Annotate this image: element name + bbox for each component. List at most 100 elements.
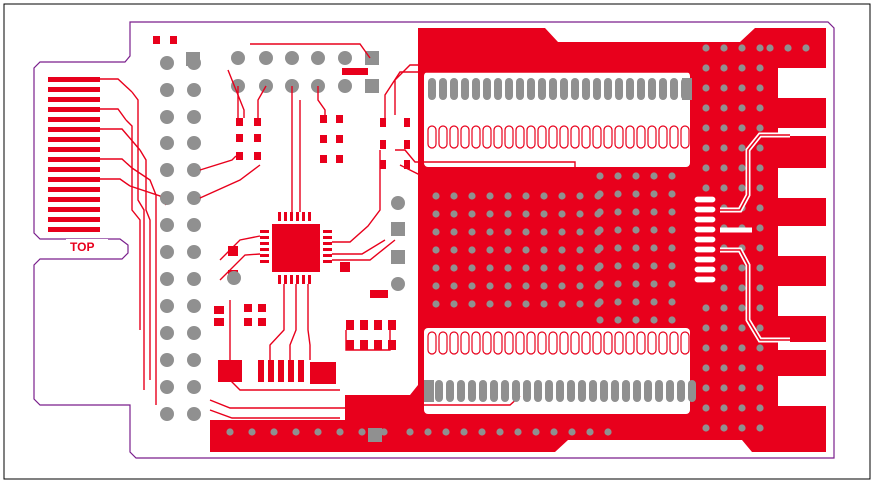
module-pad (556, 380, 564, 402)
via (486, 300, 494, 308)
top-label-box (66, 239, 108, 255)
tht-pads-mid (227, 196, 405, 442)
via (702, 344, 710, 352)
module-pad-outline (693, 265, 717, 274)
via (720, 404, 728, 412)
module-pad-outline (658, 125, 668, 149)
via (720, 344, 728, 352)
via (576, 246, 584, 254)
module-pad (483, 78, 491, 100)
module-pad-outline (636, 331, 646, 355)
via (614, 316, 622, 324)
module-pad-outline (614, 125, 624, 149)
via (292, 428, 300, 436)
via (596, 262, 604, 270)
right-traces-inner (720, 134, 790, 341)
via (576, 282, 584, 290)
module-pad-outline (625, 125, 635, 149)
via (632, 262, 640, 270)
via (650, 280, 658, 288)
via (576, 228, 584, 236)
via (632, 280, 640, 288)
module-pad-outline (427, 331, 437, 355)
via (522, 192, 530, 200)
module-pad (582, 78, 590, 100)
via (504, 192, 512, 200)
via (668, 262, 676, 270)
via (632, 172, 640, 180)
via (756, 324, 764, 332)
module-pad-outline (515, 331, 525, 355)
via (226, 428, 234, 436)
module-pad (516, 78, 524, 100)
via (720, 164, 728, 172)
via (756, 284, 764, 292)
via (450, 228, 458, 236)
module-pad-outline (460, 125, 470, 149)
via (668, 244, 676, 252)
via (450, 264, 458, 272)
via (702, 64, 710, 72)
via (738, 124, 746, 132)
module-pad-outline (636, 125, 646, 149)
via (738, 44, 746, 52)
via (596, 280, 604, 288)
via (756, 344, 764, 352)
module-pad-outline (548, 331, 558, 355)
via (756, 264, 764, 272)
via (586, 428, 594, 436)
via (756, 64, 764, 72)
via (756, 84, 764, 92)
via (468, 282, 476, 290)
via (270, 428, 278, 436)
via (596, 172, 604, 180)
module-pads-bottom-row (427, 331, 690, 355)
module-pad (490, 380, 498, 402)
module-pad-outline (680, 331, 690, 355)
module-pad-outline (504, 125, 514, 149)
via (756, 164, 764, 172)
via (596, 298, 604, 306)
via (614, 208, 622, 216)
via (596, 208, 604, 216)
via (432, 264, 440, 272)
via (720, 264, 728, 272)
via (632, 190, 640, 198)
via (540, 246, 548, 254)
via (576, 210, 584, 218)
via (558, 282, 566, 290)
via (738, 184, 746, 192)
module-pad (644, 380, 652, 402)
module-pad (677, 380, 685, 402)
via (720, 424, 728, 432)
via (540, 282, 548, 290)
via (720, 124, 728, 132)
module-pad (615, 78, 623, 100)
small-pads-top (153, 36, 410, 169)
module-pad-square (682, 78, 692, 100)
module-pad (578, 380, 586, 402)
via (540, 210, 548, 218)
via (720, 304, 728, 312)
module-pad (538, 78, 546, 100)
via (522, 300, 530, 308)
board-outline (33, 21, 835, 459)
via (738, 404, 746, 412)
module-pad-outline (647, 331, 657, 355)
via (738, 144, 746, 152)
module-pads-top-row-2 (427, 125, 690, 149)
via (650, 226, 658, 234)
via (596, 244, 604, 252)
via (514, 428, 522, 436)
module-pad-outline (581, 125, 591, 149)
module-pads-bottom-row-2 (424, 380, 696, 402)
via (738, 344, 746, 352)
via (702, 144, 710, 152)
via (450, 300, 458, 308)
via (702, 364, 710, 372)
via (558, 246, 566, 254)
via (532, 428, 540, 436)
via (432, 210, 440, 218)
via (504, 228, 512, 236)
